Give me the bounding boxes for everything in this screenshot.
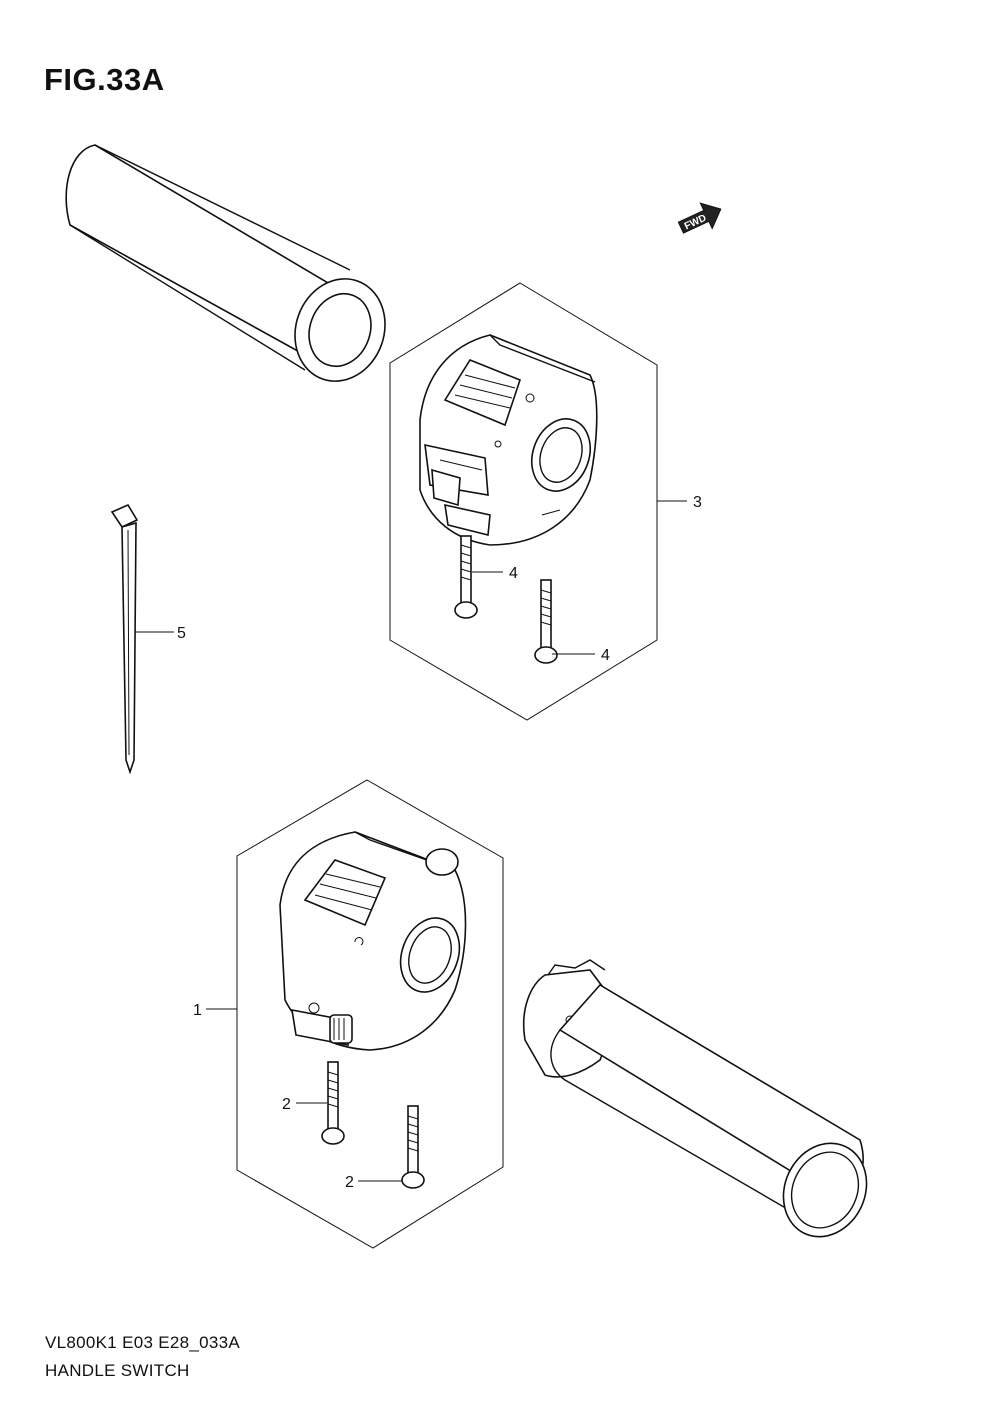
screw-2b[interactable] xyxy=(401,1105,425,1189)
callout-2a: 2 xyxy=(282,1096,291,1113)
right-handle-switch[interactable] xyxy=(419,334,600,546)
fwd-arrow-icon: FWD xyxy=(677,202,722,234)
diagram-name: HANDLE SWITCH xyxy=(45,1361,190,1380)
left-handle-switch[interactable] xyxy=(279,831,469,1051)
callout-2b: 2 xyxy=(345,1174,354,1191)
throttle-grip[interactable] xyxy=(522,959,882,1250)
diagram-code: VL800K1 E03 E28_033A xyxy=(45,1333,241,1352)
kit-frame-lower xyxy=(236,779,504,1249)
callout-1: 1 xyxy=(193,1002,202,1019)
cable-tie[interactable] xyxy=(110,503,139,775)
screw-4b[interactable] xyxy=(534,579,558,664)
screw-4a[interactable] xyxy=(454,535,478,619)
callout-5: 5 xyxy=(177,625,186,642)
kit-frame-upper xyxy=(389,282,658,721)
callout-3: 3 xyxy=(693,494,702,511)
callout-4b: 4 xyxy=(601,647,610,664)
callout-4a: 4 xyxy=(509,565,518,582)
leader-lines xyxy=(135,500,687,1182)
fwd-label: FWD xyxy=(683,213,708,233)
figure-title: FIG.33A xyxy=(44,62,165,97)
screw-2a[interactable] xyxy=(321,1061,345,1145)
left-grip[interactable] xyxy=(65,144,399,394)
